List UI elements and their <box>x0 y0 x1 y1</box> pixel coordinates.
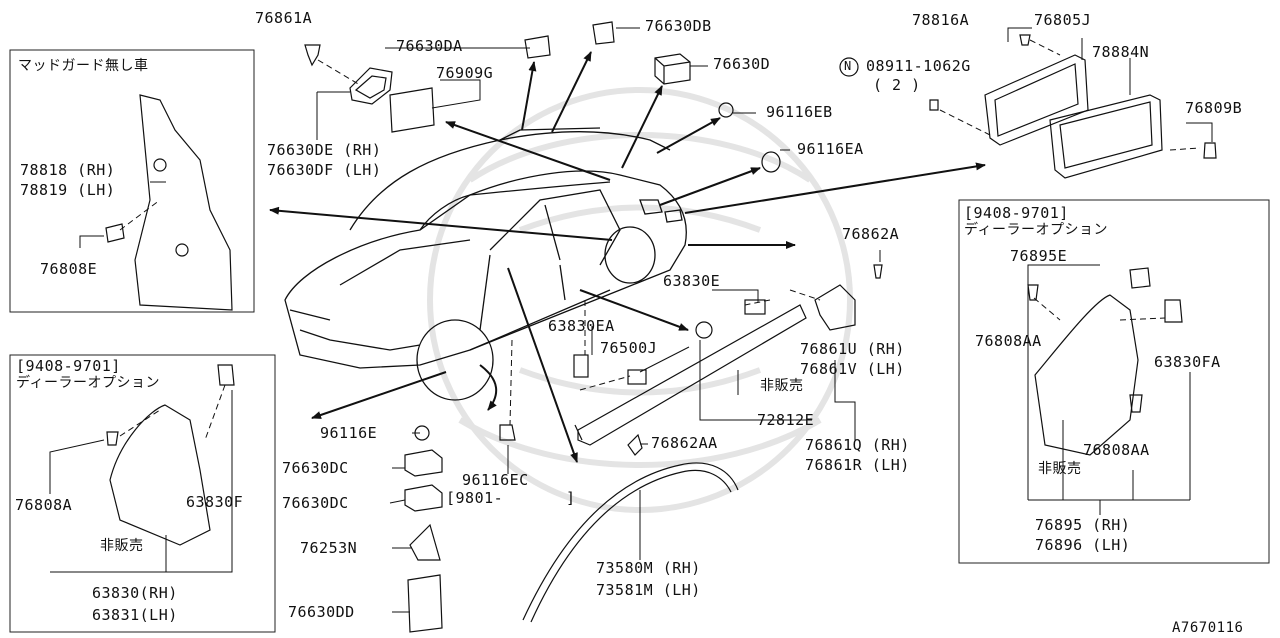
part-63830F: 63830F <box>186 493 244 511</box>
part-76808AA-upper: 76808AA <box>975 332 1042 350</box>
part-76630DB: 76630DB <box>645 17 712 35</box>
part-76895: 76895 (RH) <box>1035 516 1131 534</box>
part-96116EC: 96116EC <box>462 471 529 489</box>
box-mudguard-none <box>9 49 255 313</box>
part-76630DE: 76630DE (RH) <box>267 141 382 159</box>
front-box-subtitle: ディーラーオプション <box>16 375 161 391</box>
front-box-period: [9408-9701] <box>16 357 121 375</box>
part-76630D: 76630D <box>713 55 771 73</box>
rear-not-for-sale: 非販売 <box>1038 461 1082 477</box>
part-63831: 63831(LH) <box>92 606 178 624</box>
part-76808AA-lower: 76808AA <box>1083 441 1150 459</box>
part-78816A: 78816A <box>912 11 970 29</box>
part-76630DC-2: 76630DC <box>282 494 349 512</box>
box-dealer-option-front <box>9 354 276 633</box>
pointer-arrows <box>269 51 986 463</box>
n-symbol: N <box>844 59 852 73</box>
not-for-sale-label: 非販売 <box>760 378 804 394</box>
part-72812E: 72812E <box>757 411 815 429</box>
part-76808A: 76808A <box>15 496 73 514</box>
leader-lines <box>49 27 1213 613</box>
part-78884N: 78884N <box>1092 43 1150 61</box>
part-76909G: 76909G <box>436 64 494 82</box>
part-96116E: 96116E <box>320 424 378 442</box>
part-76500J: 76500J <box>600 339 658 357</box>
part-08911-qty: ( 2 ) <box>873 76 921 94</box>
part-76630DD: 76630DD <box>288 603 355 621</box>
part-76809B: 76809B <box>1185 99 1243 117</box>
part-73580M: 73580M (RH) <box>596 559 701 577</box>
part-76861V: 76861V (LH) <box>800 360 905 378</box>
part-76861U: 76861U (RH) <box>800 340 905 358</box>
part-76630DF: 76630DF (LH) <box>267 161 382 179</box>
part-78818: 78818 (RH) <box>20 161 116 179</box>
front-not-for-sale: 非販売 <box>100 538 144 554</box>
part-63830E: 63830E <box>663 272 721 290</box>
dashed-guides <box>119 39 1201 441</box>
part-76630DC-1: 76630DC <box>282 459 349 477</box>
n-circle-symbol <box>839 57 859 77</box>
watermark-logo <box>427 87 853 513</box>
box-dealer-option-rear <box>958 199 1270 564</box>
part-76805J: 76805J <box>1034 11 1092 29</box>
part-78819: 78819 (LH) <box>20 181 116 199</box>
part-76861R: 76861R (LH) <box>805 456 910 474</box>
period-9801-close: ] <box>566 489 576 507</box>
mudguard-box-title: マッドガード無し車 <box>18 58 149 74</box>
period-9801: [9801- <box>446 489 504 507</box>
part-96116EB: 96116EB <box>766 103 833 121</box>
part-76895E: 76895E <box>1010 247 1068 265</box>
part-76253N: 76253N <box>300 539 358 557</box>
part-63830FA: 63830FA <box>1154 353 1221 371</box>
car-body-illustration <box>284 127 687 401</box>
part-sketches <box>105 21 1217 633</box>
part-76896: 76896 (LH) <box>1035 536 1131 554</box>
rear-box-subtitle: ディーラーオプション <box>964 222 1109 238</box>
part-08911-1062G: 08911-1062G <box>866 57 971 75</box>
part-76861Q: 76861Q (RH) <box>805 436 910 454</box>
part-73581M: 73581M (LH) <box>596 581 701 599</box>
part-96116EA: 96116EA <box>797 140 864 158</box>
part-76862A: 76862A <box>842 225 900 243</box>
part-76808E: 76808E <box>40 260 98 278</box>
curved-arrow <box>479 364 498 411</box>
diagram-code: A7670116 <box>1172 620 1244 636</box>
part-63830: 63830(RH) <box>92 584 178 602</box>
part-76862AA: 76862AA <box>651 434 718 452</box>
part-76861A: 76861A <box>255 9 313 27</box>
part-76630DA: 76630DA <box>396 37 463 55</box>
part-63830EA: 63830EA <box>548 317 615 335</box>
rear-box-period: [9408-9701] <box>964 204 1069 222</box>
